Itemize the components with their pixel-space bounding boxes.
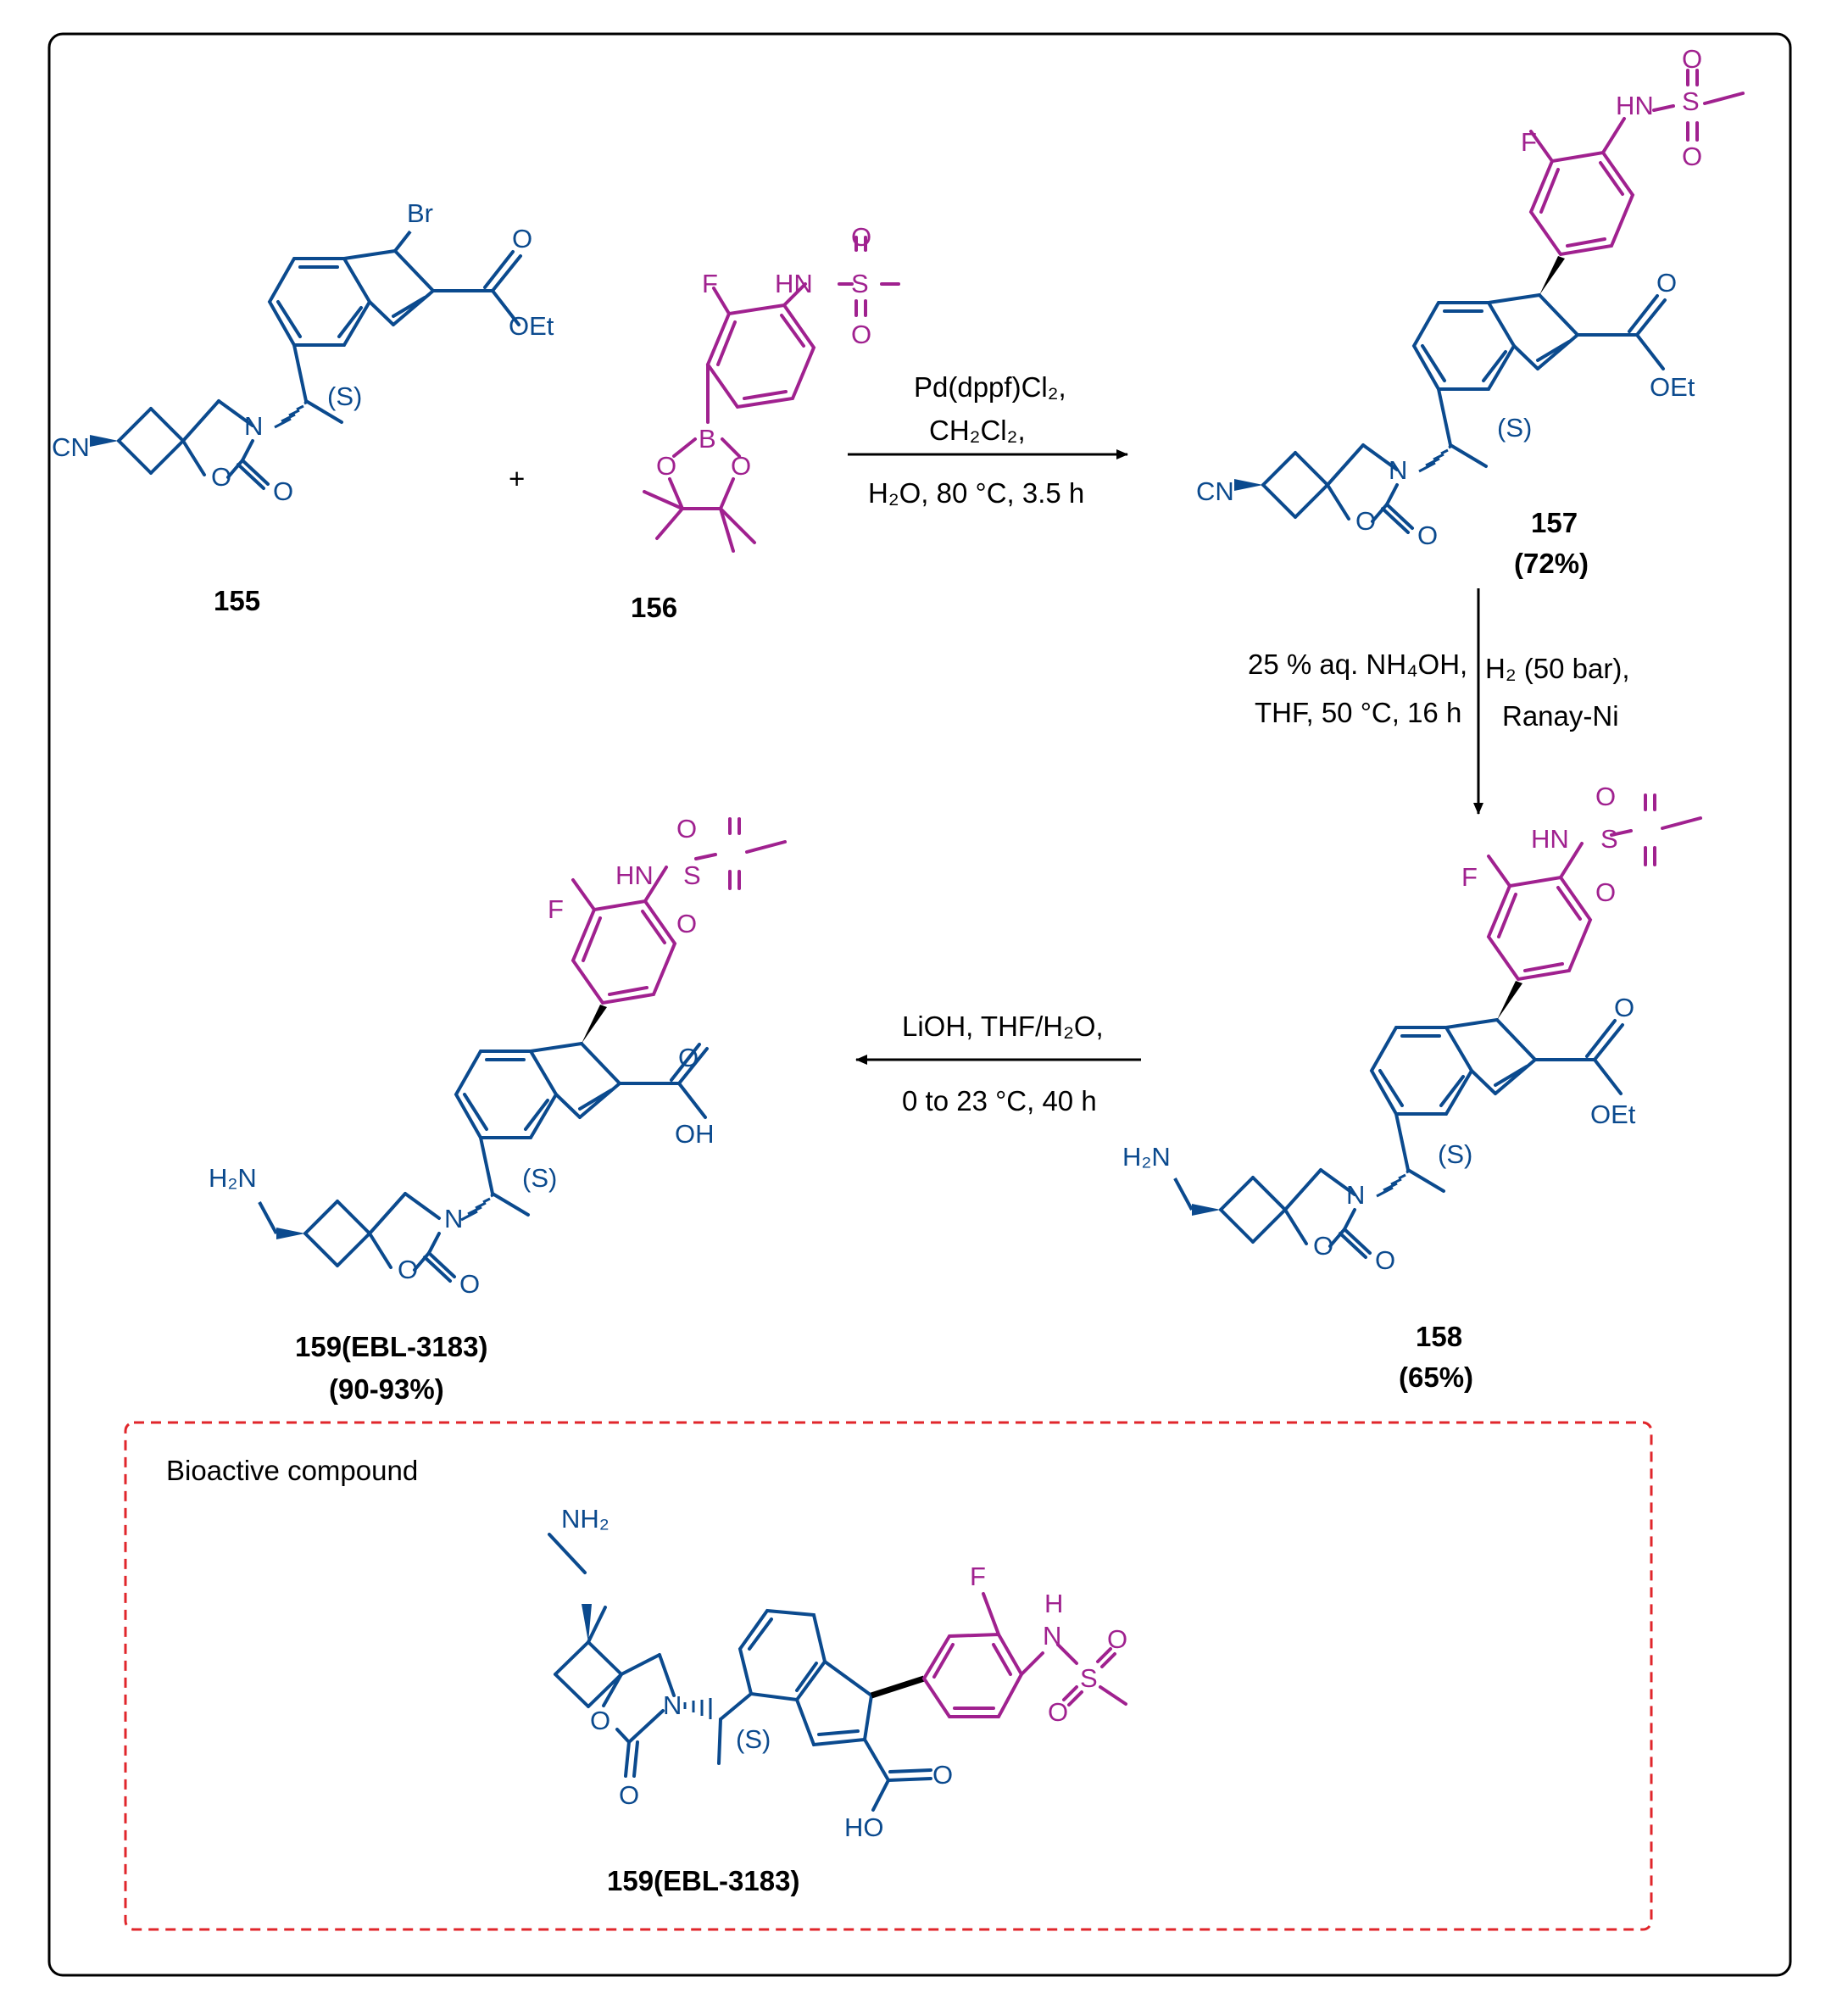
bioactive-nh2: NH₂ — [561, 1504, 610, 1534]
plus-sign: + — [509, 463, 525, 494]
step2-reagent: 25 % aq. NH₄OH, — [1248, 649, 1467, 680]
sulfonyl-o-bottom: O — [851, 320, 871, 349]
stereo-descriptor: (S) — [522, 1163, 557, 1193]
stereo-descriptor: (S) — [1438, 1139, 1472, 1169]
ring-o-atom: O — [1313, 1231, 1333, 1261]
compound-158-yield: (65%) — [1399, 1361, 1473, 1393]
nitrile-atom: CN — [52, 432, 90, 462]
sulfur-atom: S — [1600, 824, 1618, 854]
lactone-o-atom: O — [1375, 1245, 1395, 1275]
nitrile-atom: CN — [1196, 476, 1234, 506]
fluoro-atom: F — [1521, 127, 1537, 157]
ring-o-atom: O — [1355, 506, 1376, 536]
bioactive-ring-o: O — [590, 1706, 610, 1735]
fluoro-atom: F — [1461, 862, 1478, 892]
bromo-atom: Br — [407, 198, 433, 228]
step2-catalyst: Ranay-Ni — [1502, 700, 1619, 732]
step3-reagent: LiOH, THF/H₂O, — [902, 1011, 1104, 1042]
outer-frame — [47, 32, 1792, 1977]
step1-catalyst: Pd(dppf)Cl₂, — [914, 371, 1066, 403]
compound-158: O OEt (S) N O O H₂N F HN S O O — [1122, 782, 1702, 1275]
bioactive-box — [124, 1421, 1653, 1931]
compound-155-label: 155 — [214, 585, 260, 616]
sulfonamide-nh: HN — [615, 860, 654, 890]
sulfonyl-o-top: O — [1682, 44, 1702, 74]
compound-159: O OH (S) N O O H₂N F HN S O O — [209, 814, 787, 1299]
sulfonamide-nh: HN — [775, 269, 813, 298]
bioactive-carbonyl-o: O — [932, 1760, 953, 1790]
lactone-o-atom: O — [273, 476, 293, 506]
bioactive-acid-oh: HO — [844, 1812, 884, 1842]
bioactive-label: 159(EBL-3183) — [607, 1865, 799, 1896]
stereo-descriptor: (S) — [327, 381, 362, 411]
amine-nh2: H₂N — [1122, 1142, 1171, 1172]
step2-hydrogen: H₂ (50 bar), — [1485, 653, 1630, 684]
sulfur-atom: S — [851, 269, 869, 298]
bioactive-nitrogen: N — [663, 1690, 682, 1720]
bioactive-lactone-o: O — [619, 1780, 639, 1810]
fluoro-atom: F — [548, 894, 564, 924]
compound-156: F HN S O O B O O — [643, 222, 900, 553]
nitrogen-atom: N — [444, 1204, 463, 1233]
amine-nh2: H₂N — [209, 1163, 257, 1193]
acid-oh: OH — [675, 1119, 715, 1149]
sulfonyl-o-bottom: O — [1682, 142, 1702, 171]
sulfonamide-nh: HN — [1531, 824, 1569, 854]
carbonyl-o-atom: O — [678, 1043, 699, 1072]
bioactive-sulfonamide-n: N — [1043, 1621, 1061, 1651]
sulfur-atom: S — [1682, 86, 1700, 116]
carbonyl-o-atom: O — [1614, 993, 1634, 1022]
sulfonyl-o-bottom: O — [1595, 877, 1616, 907]
step1-conditions: H₂O, 80 °C, 3.5 h — [868, 477, 1084, 509]
ester-oet-atom: OEt — [1650, 372, 1695, 402]
ester-oet-atom: OEt — [1590, 1100, 1636, 1129]
nitrogen-atom: N — [1346, 1180, 1365, 1210]
carbonyl-o-atom: O — [512, 224, 532, 253]
boron-atom: B — [699, 424, 716, 454]
carbonyl-o-atom: O — [1656, 268, 1677, 298]
bioactive-sulfonamide-h: H — [1044, 1589, 1063, 1618]
step3-conditions: 0 to 23 °C, 40 h — [902, 1085, 1097, 1116]
compound-155: Br O OEt (S) N O O CN — [52, 198, 554, 506]
boronate-o-right: O — [731, 451, 751, 481]
bioactive-stereo: (S) — [736, 1724, 771, 1754]
fluoro-atom: F — [702, 269, 718, 298]
ring-o-atom: O — [211, 462, 231, 492]
sulfonyl-o-top: O — [1595, 782, 1616, 811]
bioactive-fluoro: F — [970, 1562, 986, 1591]
compound-157-yield: (72%) — [1514, 548, 1589, 579]
sulfur-atom: S — [683, 860, 701, 890]
compound-156-label: 156 — [631, 592, 677, 623]
bioactive-sulfur: S — [1080, 1663, 1098, 1693]
sulfonyl-o-top: O — [851, 222, 871, 252]
ester-oet-atom: OEt — [509, 311, 554, 341]
nitrogen-atom: N — [244, 411, 263, 441]
step2-solvent: THF, 50 °C, 16 h — [1255, 697, 1461, 728]
bioactive-title: Bioactive compound — [166, 1455, 418, 1486]
lactone-o-atom: O — [459, 1269, 480, 1299]
step1-solvent: CH₂Cl₂, — [929, 415, 1026, 446]
compound-157-label: 157 — [1531, 507, 1578, 538]
bioactive-sulfonyl-o-right: O — [1107, 1624, 1127, 1654]
compound-157: O OEt (S) N O O CN F HN S O O — [1196, 44, 1745, 550]
compound-159-yield: (90-93%) — [329, 1373, 444, 1405]
boronate-o-left: O — [656, 451, 676, 481]
bioactive-sulfonyl-o-left: O — [1048, 1697, 1068, 1727]
compound-159-label: 159(EBL-3183) — [295, 1331, 487, 1362]
sulfonyl-o-bottom: O — [676, 909, 697, 938]
sulfonyl-o-top: O — [676, 814, 697, 844]
ring-o-atom: O — [398, 1255, 418, 1284]
lactone-o-atom: O — [1417, 521, 1438, 550]
nitrogen-atom: N — [1389, 455, 1407, 485]
stereo-descriptor: (S) — [1497, 413, 1532, 443]
compound-158-label: 158 — [1416, 1321, 1462, 1352]
bioactive-structure: NH₂ N O O (S) O HO F H N S O O — [548, 1504, 1127, 1842]
sulfonamide-nh: HN — [1616, 91, 1654, 120]
